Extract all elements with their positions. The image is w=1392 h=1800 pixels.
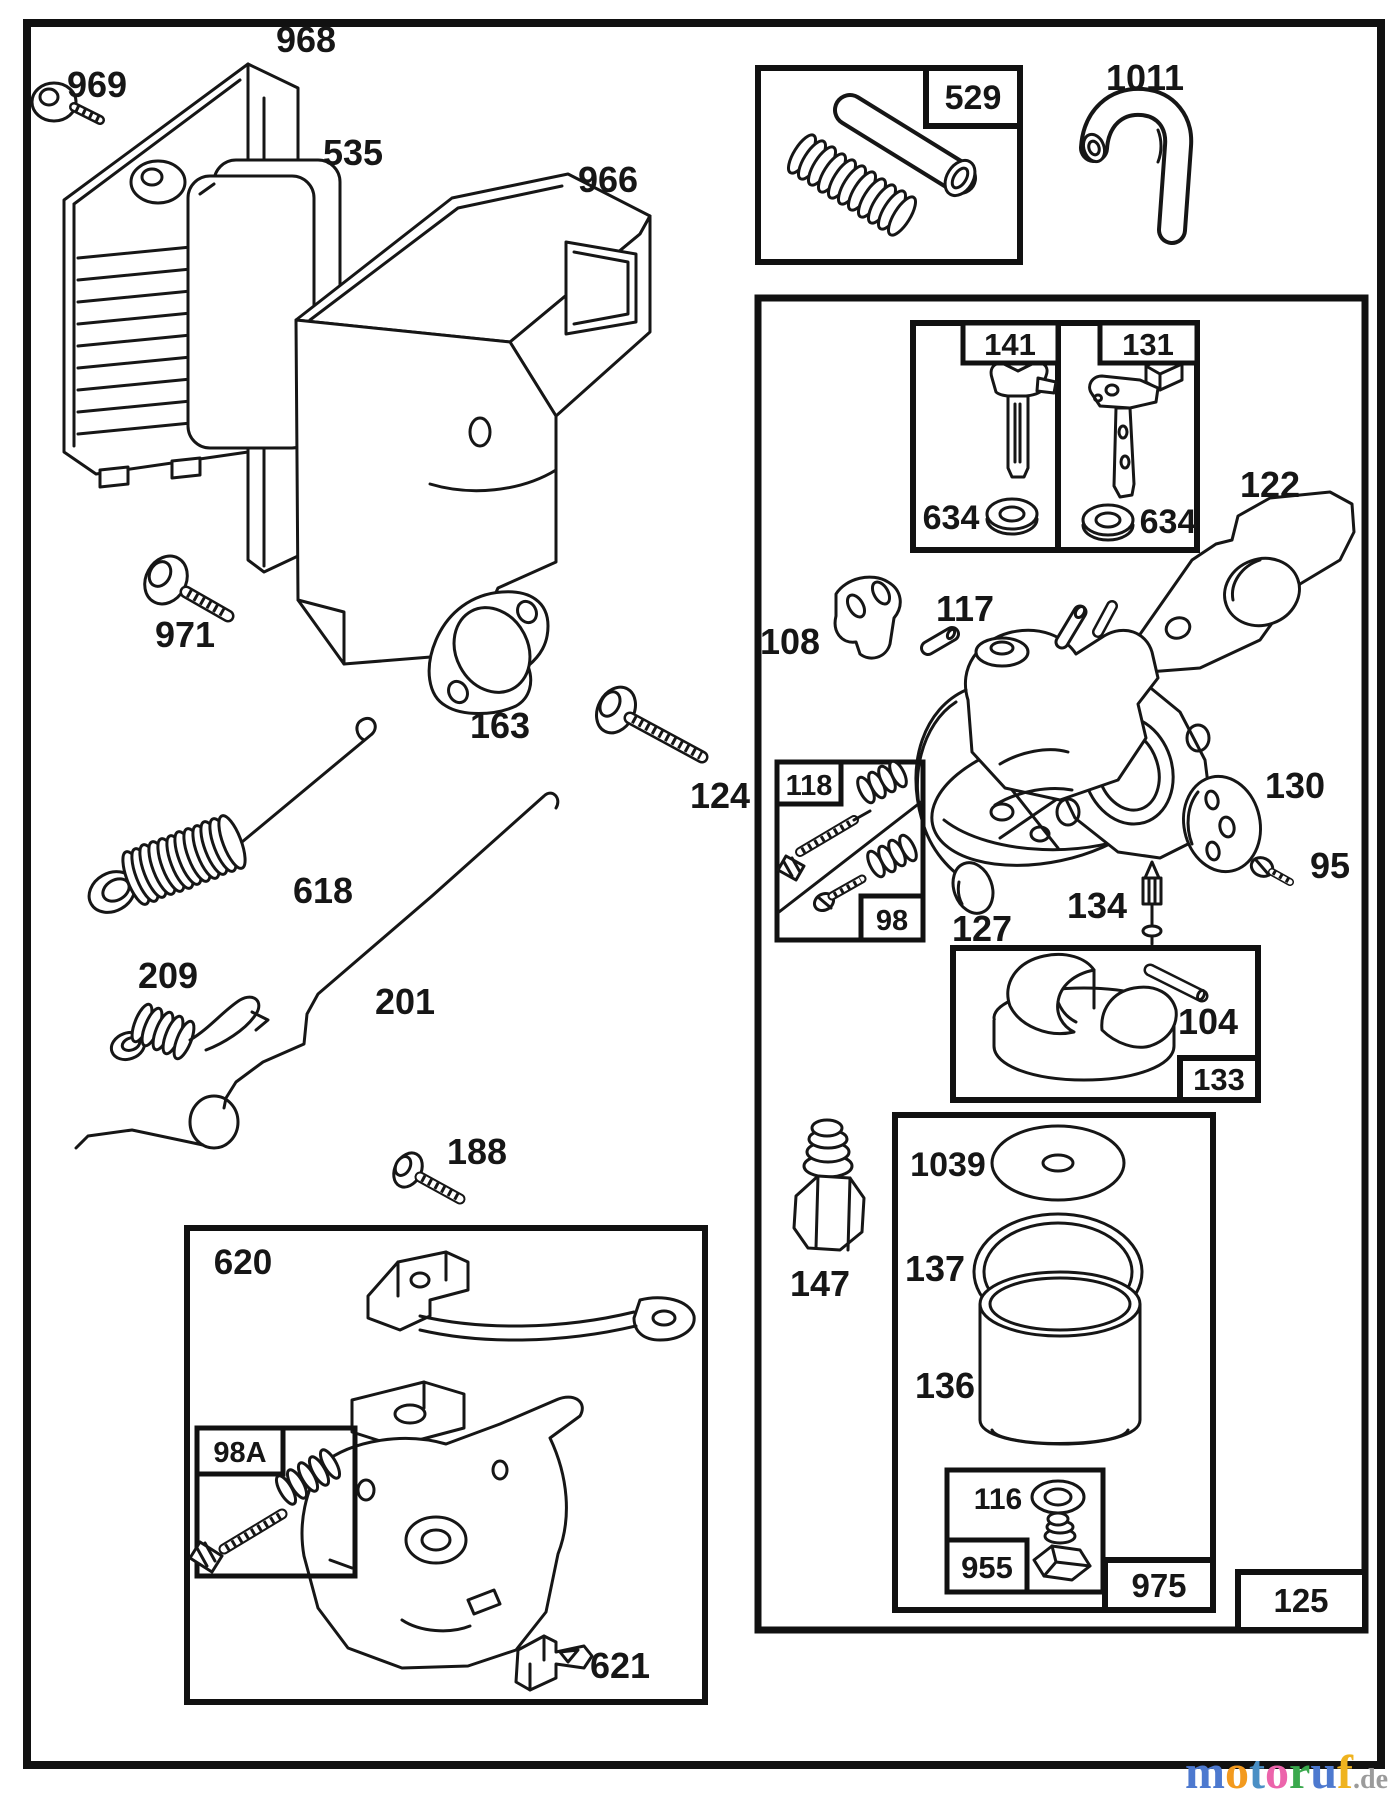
part-label-969: 969 [67, 64, 127, 105]
bowl-gasket-1039 [990, 1124, 1126, 1202]
control-bracket-box-620 [184, 1225, 708, 1705]
part-label-620: 620 [214, 1243, 272, 1282]
float-pin-104 [1143, 963, 1209, 1003]
watermark-motoruf: motoruf.de [1185, 1746, 1388, 1799]
part-label-130: 130 [1265, 765, 1325, 806]
watermark-suffix: .de [1353, 1764, 1388, 1795]
governor-spring-618 [87, 717, 377, 914]
part-label-95: 95 [1310, 845, 1350, 886]
mixture-screw-box-118 [774, 759, 926, 943]
link-spring-209 [109, 995, 270, 1062]
part-label-618: 618 [293, 870, 353, 911]
part-label-141: 141 [984, 327, 1036, 362]
part-label-117: 117 [936, 588, 994, 629]
bowl-hardware-box [944, 1467, 1106, 1595]
watermark-letter: t [1249, 1746, 1265, 1799]
carburetor-body [914, 600, 1212, 886]
pin-117 [920, 626, 960, 656]
bolt-188 [392, 1151, 466, 1205]
part-label-104: 104 [1178, 1001, 1238, 1042]
diagram-outer-border [23, 19, 1385, 1769]
part-label-122: 122 [1240, 464, 1300, 505]
bolt-124 [595, 685, 709, 764]
carburetor-group-box [754, 294, 1369, 1634]
governor-rod-201 [74, 791, 560, 1150]
screw-95 [1249, 856, 1294, 886]
air-cleaner-knob-969 [30, 81, 105, 125]
carburetor-gasket-163 [427, 590, 550, 715]
bolt-971 [143, 554, 235, 623]
part-label-968: 968 [276, 19, 336, 60]
part-label-971: 971 [155, 614, 215, 655]
throttle-choke-shaft-box [910, 320, 1200, 553]
part-label-118: 118 [786, 770, 833, 802]
part-label-966: 966 [578, 159, 638, 200]
nut-147 [792, 1118, 866, 1252]
watermark-letter: u [1310, 1746, 1337, 1799]
float-assembly [992, 952, 1178, 1082]
part-label-163: 163 [470, 705, 530, 746]
part-label-127: 127 [952, 908, 1012, 949]
throttle-plate-130 [1182, 774, 1262, 874]
part-label-124: 124 [690, 775, 750, 816]
part-label-634-right: 634 [1140, 503, 1197, 541]
part-label-134: 134 [1067, 885, 1127, 926]
part-label-136: 136 [915, 1365, 975, 1406]
watermark-letter: m [1185, 1746, 1225, 1799]
part-label-108: 108 [760, 621, 820, 662]
part-label-147: 147 [790, 1263, 850, 1304]
part-label-137: 137 [905, 1248, 965, 1289]
watermark-letter: o [1265, 1746, 1289, 1799]
part-label-125: 125 [1273, 1582, 1328, 1619]
part-label-955: 955 [961, 1550, 1013, 1585]
part-label-975: 975 [1131, 1567, 1186, 1604]
needle-valve-134 [1141, 860, 1163, 946]
part-label-201: 201 [375, 981, 435, 1022]
part-label-209: 209 [138, 955, 198, 996]
part-label-634-left: 634 [923, 499, 980, 537]
screw-spring-kit-98a [188, 1425, 358, 1579]
part-label-188: 188 [447, 1131, 507, 1172]
part-label-131: 131 [1122, 327, 1174, 362]
part-label-1039: 1039 [910, 1146, 986, 1184]
part-label-98a: 98A [213, 1437, 266, 1469]
breather-kit-box-529 [755, 65, 1023, 265]
part-label-98: 98 [876, 905, 908, 937]
part-label-133: 133 [1193, 1062, 1245, 1097]
control-bracket [300, 1250, 696, 1670]
float-box-133 [950, 945, 1261, 1103]
throttle-shaft-141 [985, 361, 1058, 536]
air-cleaner-housing-966 [294, 172, 652, 666]
part-label-1011: 1011 [1106, 57, 1184, 98]
welch-plug-127 [951, 861, 995, 915]
clip-621 [514, 1634, 594, 1692]
watermark-letter: o [1225, 1746, 1249, 1799]
part-label-535: 535 [323, 132, 383, 173]
part-label-116: 116 [974, 1483, 1022, 1516]
watermark-letter: r [1289, 1746, 1310, 1799]
part-label-529: 529 [945, 79, 1002, 117]
float-bowl-box [892, 1112, 1216, 1613]
watermark-letter: f [1337, 1746, 1354, 1799]
float-bowl-136 [978, 1270, 1142, 1446]
breather-tube-1011 [1079, 86, 1194, 245]
part-label-621: 621 [590, 1645, 650, 1686]
choke-plate-108 [833, 575, 902, 660]
label-box-125 [1235, 1569, 1368, 1633]
